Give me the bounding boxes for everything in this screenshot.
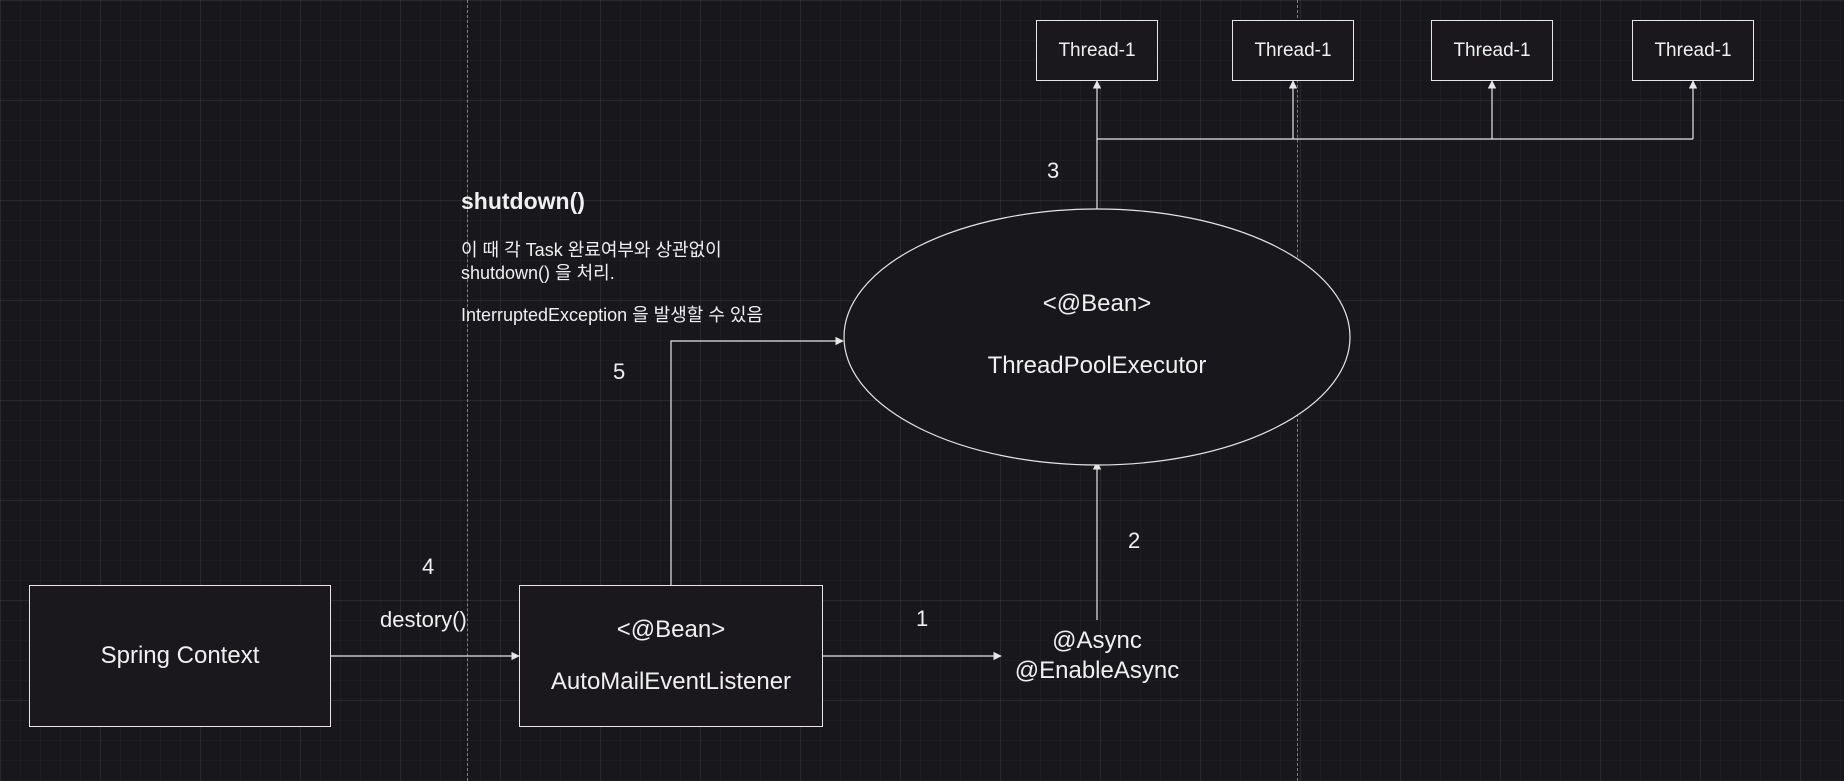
annotation-line2: shutdown() 을 처리.	[461, 263, 615, 283]
async-annotation-line2: @EnableAsync	[1014, 657, 1180, 684]
async-annotation-line1: @Async	[1052, 627, 1142, 654]
annotation-title: shutdown()	[461, 188, 585, 214]
spring-context-box: Spring Context	[29, 585, 331, 727]
executor-name: ThreadPoolExecutor	[987, 352, 1207, 379]
thread-box-2: Thread-1	[1232, 20, 1354, 81]
listener-box: <@Bean> AutoMailEventListener	[519, 585, 823, 727]
thread-label: Thread-1	[1453, 39, 1531, 61]
spring-context-label: Spring Context	[100, 642, 260, 669]
thread-label: Thread-1	[1254, 39, 1332, 61]
thread-box-1: Thread-1	[1036, 20, 1158, 81]
annotation-line3: InterruptedException 을 발생할 수 있음	[461, 305, 764, 325]
thread-box-3: Thread-1	[1431, 20, 1553, 81]
executor-ellipse	[843, 208, 1351, 466]
edge-shutdown	[670, 336, 844, 585]
step-number-3: 3	[1047, 158, 1060, 183]
step-number-4: 4	[422, 554, 435, 579]
thread-label: Thread-1	[1654, 39, 1732, 61]
thread-label: Thread-1	[1058, 39, 1136, 61]
edge-threads-trunk	[1096, 138, 1693, 209]
step-number-5: 5	[613, 359, 626, 384]
executor-stereotype: <@Bean>	[1042, 290, 1152, 317]
thread-box-4: Thread-1	[1632, 20, 1754, 81]
destroy-label: destory()	[380, 607, 467, 632]
step-number-2: 2	[1128, 528, 1141, 553]
annotation-line1: 이 때 각 Task 완료여부와 상관없이	[461, 240, 722, 260]
listener-stereotype: <@Bean>	[616, 616, 726, 643]
step-number-1: 1	[916, 606, 929, 631]
listener-name: AutoMailEventListener	[550, 668, 792, 695]
guide-line-left	[467, 0, 468, 781]
